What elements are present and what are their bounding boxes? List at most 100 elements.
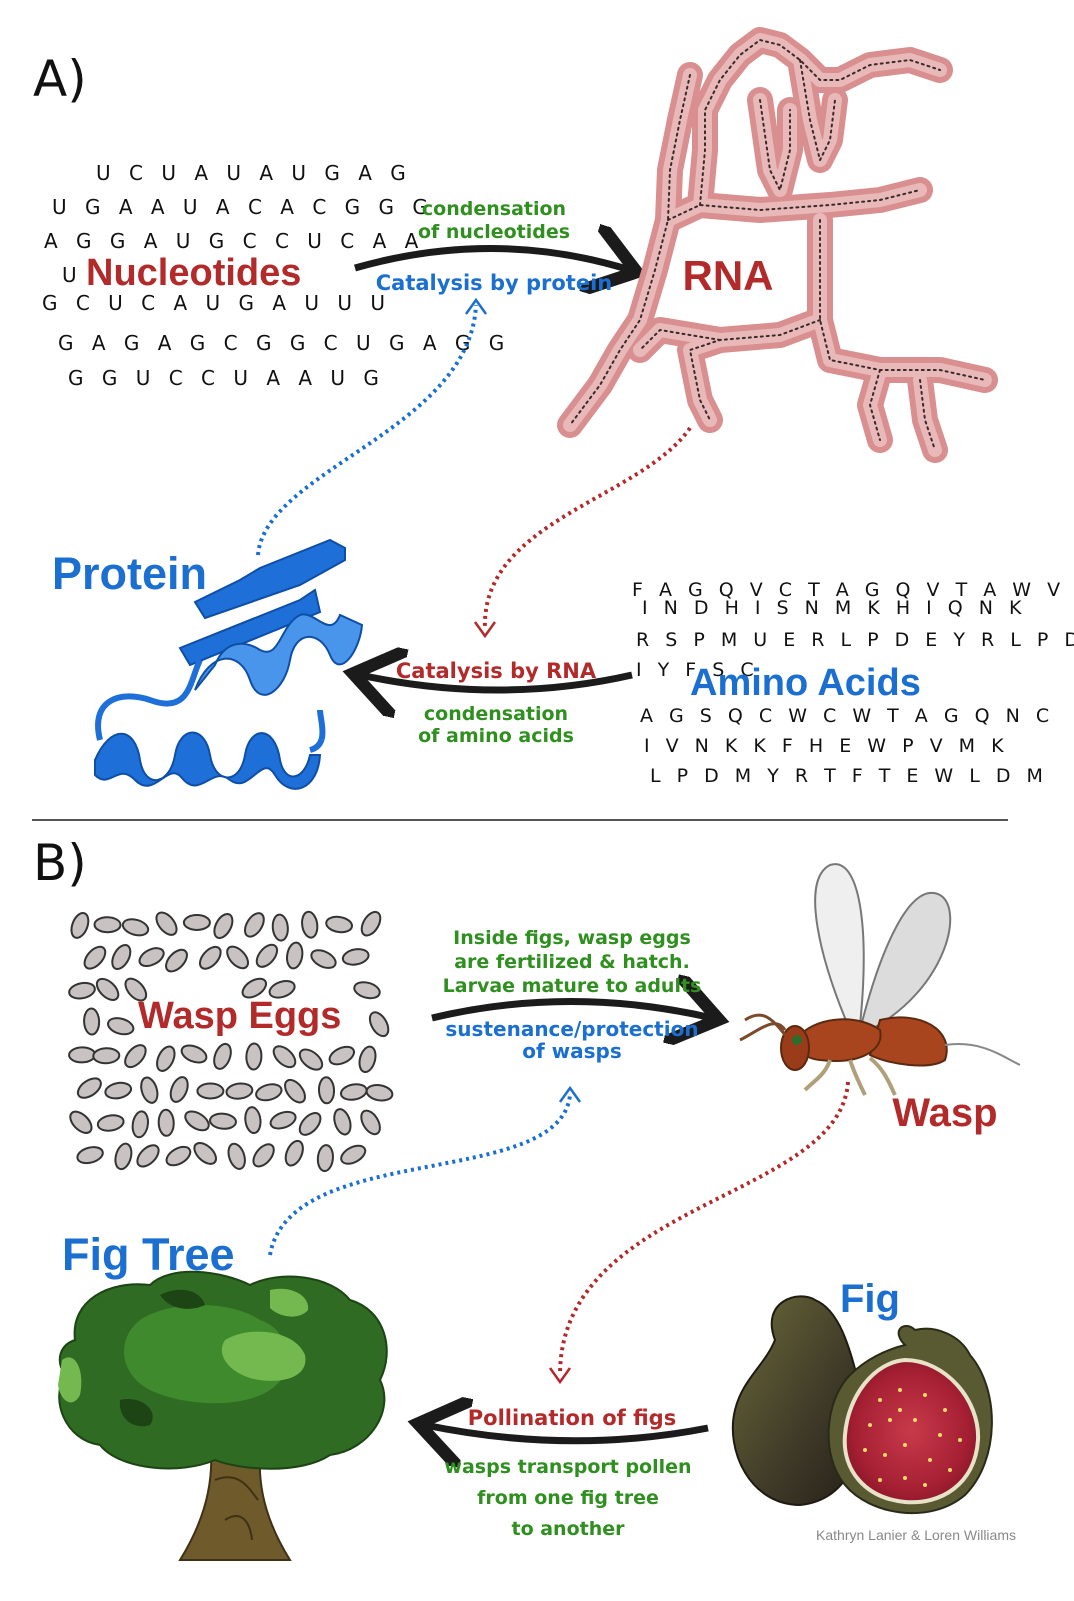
nucleotide-row: U C U A U A U G A G — [96, 161, 412, 185]
wasp-egg — [95, 977, 120, 1001]
amino-row: I Y F S C — [636, 659, 759, 681]
wasp-egg — [111, 943, 132, 971]
wasp-egg — [124, 1044, 147, 1069]
nucleotide-row: G C U C A U G A U U U — [42, 291, 391, 315]
arrow-b-top-above-line-3: Larvae mature to adults — [443, 975, 702, 997]
arrow-b-bottom-below-line-3: to another — [511, 1518, 625, 1540]
wasp-egg — [68, 1046, 97, 1064]
wasp-egg — [138, 947, 165, 968]
nucleotide-row: G A G A G C G G C U G A G G — [58, 331, 510, 355]
arrow-b-top-below-line-1: sustenance/protection — [445, 1017, 698, 1041]
wasp-label: Wasp — [892, 1091, 997, 1135]
wasp-egg — [360, 910, 382, 937]
wasp-egg — [155, 911, 178, 936]
wasp-egg — [244, 912, 265, 938]
wasp-egg — [213, 1042, 232, 1070]
wasp-egg — [284, 1078, 306, 1104]
wasp-egg — [165, 1145, 192, 1167]
wasp-egg — [255, 943, 279, 968]
nucleotide-row: G G U C C U A A U G — [68, 366, 385, 390]
arrow-top-above-line-2: of nucleotides — [418, 221, 570, 243]
wasp-egg — [92, 1047, 121, 1065]
wasp-egg — [298, 1048, 324, 1071]
rna-label: RNA — [683, 252, 774, 299]
wasp-egg — [298, 1112, 322, 1136]
wasp-egg — [301, 910, 319, 939]
dotted-arrow-wasp-head — [548, 1367, 572, 1385]
amino-row: I V N K K F H E W P V M K — [644, 735, 1009, 757]
amino-acids-label: Amino Acids — [690, 662, 921, 704]
wasp-egg — [353, 981, 381, 1000]
wasp-egg — [76, 1077, 102, 1099]
dotted-arrow-rna-catalysis — [482, 426, 692, 631]
wasp-egg — [213, 912, 234, 940]
wasp-egg — [269, 1110, 297, 1130]
wasp-eggs-label: Wasp Eggs — [138, 995, 341, 1037]
dotted-arrow-protein-head — [464, 297, 488, 315]
fig-tree-illustration — [58, 1270, 388, 1561]
wasp-egg — [271, 913, 289, 942]
wasp-egg — [226, 945, 250, 970]
wasp-egg — [268, 980, 296, 999]
wasp-egg — [255, 1083, 283, 1102]
wasp-egg — [209, 1112, 237, 1130]
wasp-egg — [114, 1142, 133, 1171]
wasp-egg — [196, 1082, 225, 1100]
arrow-b-bottom-below-line-1: wasps transport pollen — [444, 1456, 691, 1478]
arrow-b-bottom-above: Pollination of figs — [468, 1406, 676, 1430]
wasp-egg — [286, 941, 304, 970]
wasp-egg — [83, 1007, 101, 1036]
wasp-egg — [136, 1144, 160, 1168]
arrow-top-above-line-1: condensation — [422, 198, 566, 220]
wasp-egg — [76, 1146, 104, 1165]
nucleotide-row: U G A A U A C A C G G G — [52, 195, 434, 219]
amino-row: F A G Q V C T A G Q V T A W V — [632, 579, 1065, 601]
amino-row: R S P M U E R L P D E Y R L P D M — [636, 629, 1074, 651]
arrow-b-top-above-line-2: are fertilized & hatch. — [454, 951, 690, 973]
wasp-egg — [70, 911, 90, 939]
wasp-egg — [252, 1143, 275, 1168]
protein-ribbon — [94, 538, 364, 790]
rna-structure — [557, 27, 998, 463]
wasp-egg — [184, 1110, 210, 1132]
wasp-egg — [104, 1081, 133, 1100]
credit-text: Kathryn Lanier & Loren Williams — [816, 1527, 1016, 1543]
wasp-egg — [316, 1144, 334, 1173]
fig-label: Fig — [840, 1277, 900, 1321]
wasp-egg — [241, 977, 268, 999]
wasp-egg — [69, 1110, 93, 1134]
amino-row: A G S Q C W C W T A G Q N C — [640, 705, 1054, 727]
wasp-egg — [245, 1042, 263, 1071]
amino-acid-letter-cloud: F A G Q V C T A G Q V T A W V I N D H I … — [632, 579, 1074, 787]
wasp-egg — [198, 945, 222, 970]
nucleotides-label: Nucleotides — [86, 252, 301, 294]
wasp-egg — [124, 977, 148, 1002]
wasp-egg — [358, 1045, 377, 1074]
arrow-nucleotides-to-rna — [354, 248, 630, 270]
wasp-egg — [157, 1108, 175, 1137]
wasp-egg — [225, 1082, 254, 1100]
wasp-egg — [68, 981, 96, 1000]
nucleotide-letter-cloud: U C U A U A U G A G U G A A U A C A C G … — [42, 161, 510, 390]
fig-illustration — [731, 1295, 993, 1515]
arrow-fig-to-figtree — [425, 1425, 709, 1441]
wasp-egg — [360, 1109, 381, 1136]
wasp-egg — [140, 1076, 159, 1104]
wasp-egg — [165, 948, 188, 973]
wasp-egg — [121, 918, 150, 937]
wasp-egg — [341, 948, 370, 966]
arrow-b-bottom-below-line-2: from one fig tree — [477, 1487, 659, 1509]
dotted-arrow-protein-catalysis — [256, 304, 478, 556]
wasp-egg — [340, 1144, 367, 1165]
wasp-egg — [328, 1045, 356, 1066]
wasp-egg — [368, 1011, 390, 1038]
dotted-arrow-figtree-head — [558, 1085, 582, 1103]
protein-label: Protein — [52, 548, 207, 599]
wasp-egg — [182, 914, 211, 931]
wasp-egg — [310, 949, 337, 969]
wasp-egg — [107, 1017, 135, 1036]
arrow-top-below: Catalysis by protein — [376, 271, 612, 295]
wasp-egg — [156, 1045, 176, 1072]
nucleotide-row: A G G A U G C C U C A A — [44, 229, 424, 253]
